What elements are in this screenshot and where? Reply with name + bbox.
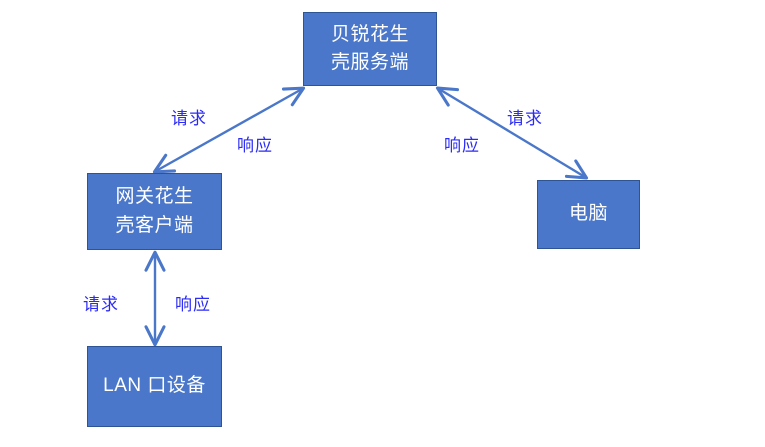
node-server[interactable]: 贝锐花生 壳服务端 [303,12,437,86]
node-lan[interactable]: LAN 口设备 [87,346,222,427]
edge-gateway-server [152,86,306,174]
edge-label-lan-gateway-request: 请求 [83,295,119,314]
edge-label-computer-server-response: 响应 [444,136,480,155]
edge-label-gateway-server-request: 请求 [171,109,207,128]
edge-label-lan-gateway-response: 响应 [175,295,211,314]
edge-label-computer-server-request: 请求 [507,109,543,128]
node-gateway[interactable]: 网关花生 壳客户端 [87,173,222,250]
edge-label-gateway-server-response: 响应 [237,136,273,155]
node-computer[interactable]: 电脑 [537,180,640,249]
